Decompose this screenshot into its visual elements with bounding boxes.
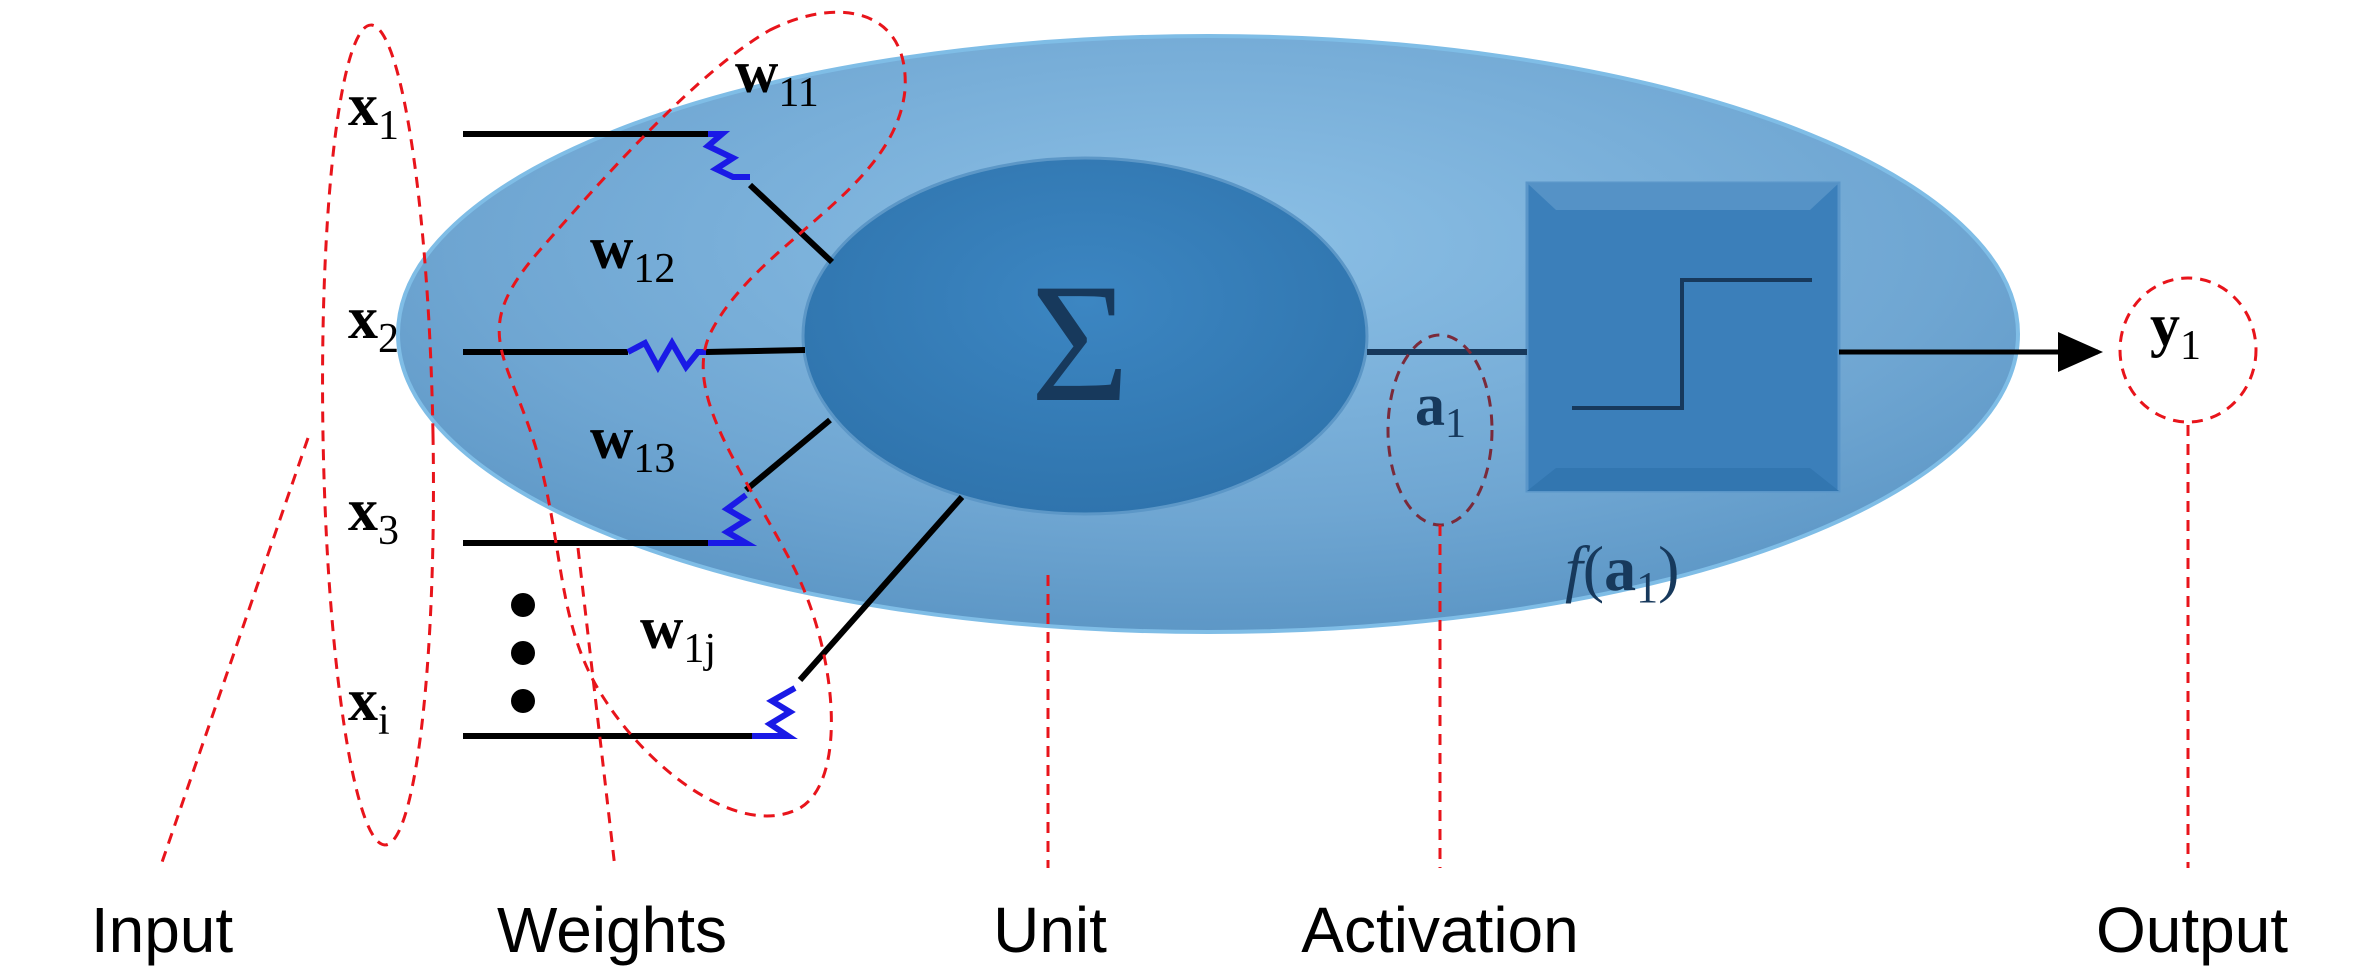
- caption-activation: Activation: [1301, 894, 1578, 966]
- caption-weights: Weights: [497, 894, 727, 966]
- weight-spring-11: [702, 131, 750, 180]
- step-function-icon: [1572, 278, 1812, 410]
- weight-spring-1j: [752, 685, 798, 739]
- weights-leader-line: [576, 547, 617, 869]
- input-labels: x1 x2 x3 xi: [348, 72, 399, 744]
- weight-spring-12: [626, 337, 706, 374]
- weight-label-12: w12: [590, 215, 675, 292]
- weight-spring-13: [708, 492, 758, 546]
- input-wires: [463, 131, 965, 739]
- weight-label-1j: w1j: [640, 595, 716, 672]
- captions: Input Weights Unit Activation Output: [91, 894, 2288, 966]
- weight-label-11: w11: [735, 39, 819, 116]
- input-label-i: xi: [348, 667, 390, 744]
- activation-function-box: [1525, 181, 1841, 493]
- input-leader-line: [158, 437, 310, 869]
- input-label-3: x3: [348, 477, 399, 554]
- input-label-2: x2: [348, 285, 399, 362]
- caption-output: Output: [2096, 894, 2288, 966]
- weight-label-13: w13: [590, 405, 675, 482]
- summation-node: [801, 156, 1369, 516]
- summation-symbol: Σ: [1031, 249, 1130, 437]
- output-label: y1: [2150, 292, 2201, 369]
- input-label-1: x1: [348, 72, 399, 149]
- weights-group-outline: [497, 10, 907, 818]
- annotations: [158, 10, 2258, 869]
- weight-labels: w11 w12 w13 w1j: [590, 39, 819, 672]
- activation-value-label: a1: [1415, 372, 1466, 447]
- input-group-outline: [321, 23, 435, 847]
- output-outline: [2118, 276, 2258, 424]
- vertical-dots-icon: [511, 593, 535, 713]
- caption-unit: Unit: [993, 894, 1107, 966]
- activation-function-label: f(a1): [1565, 533, 1679, 612]
- caption-input: Input: [91, 894, 234, 966]
